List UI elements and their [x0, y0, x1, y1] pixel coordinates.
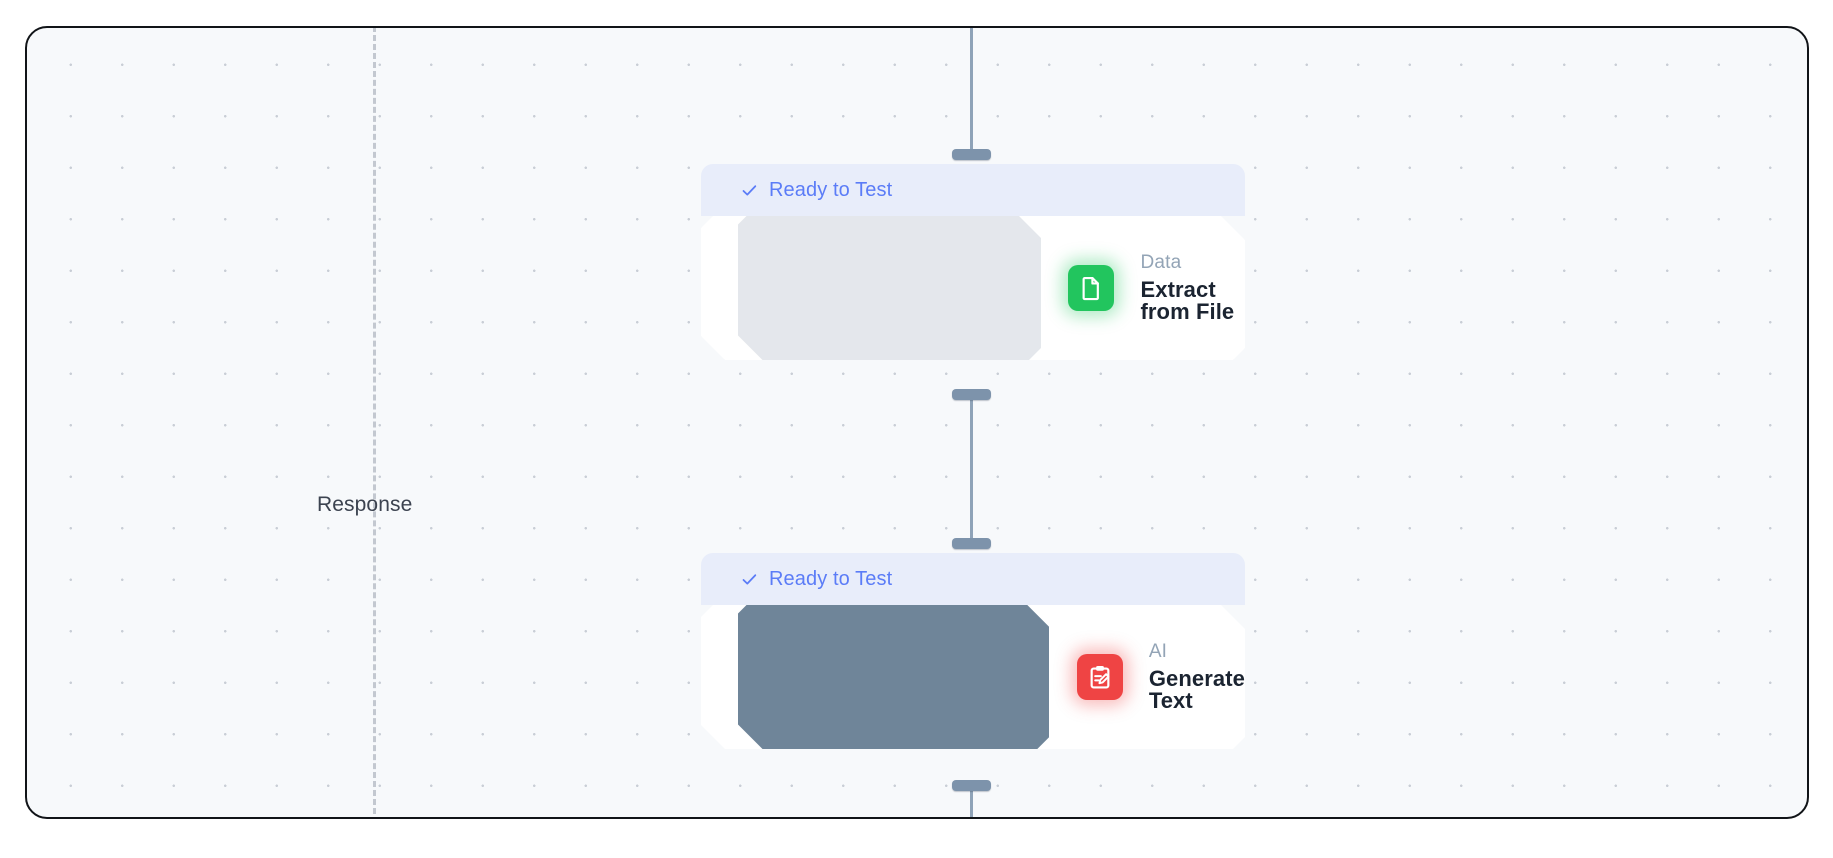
node-card-border: [738, 602, 1050, 749]
workflow-canvas[interactable]: Response Ready to Test: [25, 26, 1809, 819]
lane-divider: [373, 28, 376, 817]
node-status-bar: Ready to Test: [701, 553, 1245, 605]
check-icon: [741, 571, 758, 588]
connector-handle-generate-output[interactable]: [952, 780, 991, 791]
lane-label: Response: [317, 493, 413, 516]
clipboard-pencil-icon: [1077, 654, 1123, 700]
workflow-node-extract-from-file[interactable]: Ready to Test Data Extract from File: [701, 164, 1245, 360]
connector-edge-bottom[interactable]: [970, 788, 973, 817]
node-status-bar: Ready to Test: [701, 164, 1245, 216]
node-category-label: Data: [1140, 252, 1182, 273]
node-card-border: [738, 213, 1041, 360]
node-title-label: Extract from File: [1140, 277, 1235, 324]
node-card-body[interactable]: AI Generate Text: [701, 605, 1245, 749]
workflow-node-generate-text[interactable]: Ready to Test AI Generate Text: [701, 553, 1245, 749]
connector-handle-extract-output[interactable]: [952, 389, 991, 400]
check-icon: [741, 182, 758, 199]
node-text-block: AI Generate Text: [1149, 642, 1245, 712]
connector-handle-extract-input[interactable]: [952, 149, 991, 160]
connector-handle-generate-input[interactable]: [952, 538, 991, 549]
document-file-icon: [1068, 265, 1114, 311]
connector-edge-middle[interactable]: [970, 395, 973, 545]
node-title-label: Generate Text: [1148, 666, 1245, 713]
node-text-block: Data Extract from File: [1140, 253, 1245, 323]
node-status-label: Ready to Test: [769, 178, 893, 201]
node-card-body[interactable]: Data Extract from File: [701, 216, 1245, 360]
connector-edge-top[interactable]: [970, 28, 973, 156]
node-category-label: AI: [1148, 641, 1168, 662]
node-status-label: Ready to Test: [769, 567, 893, 590]
